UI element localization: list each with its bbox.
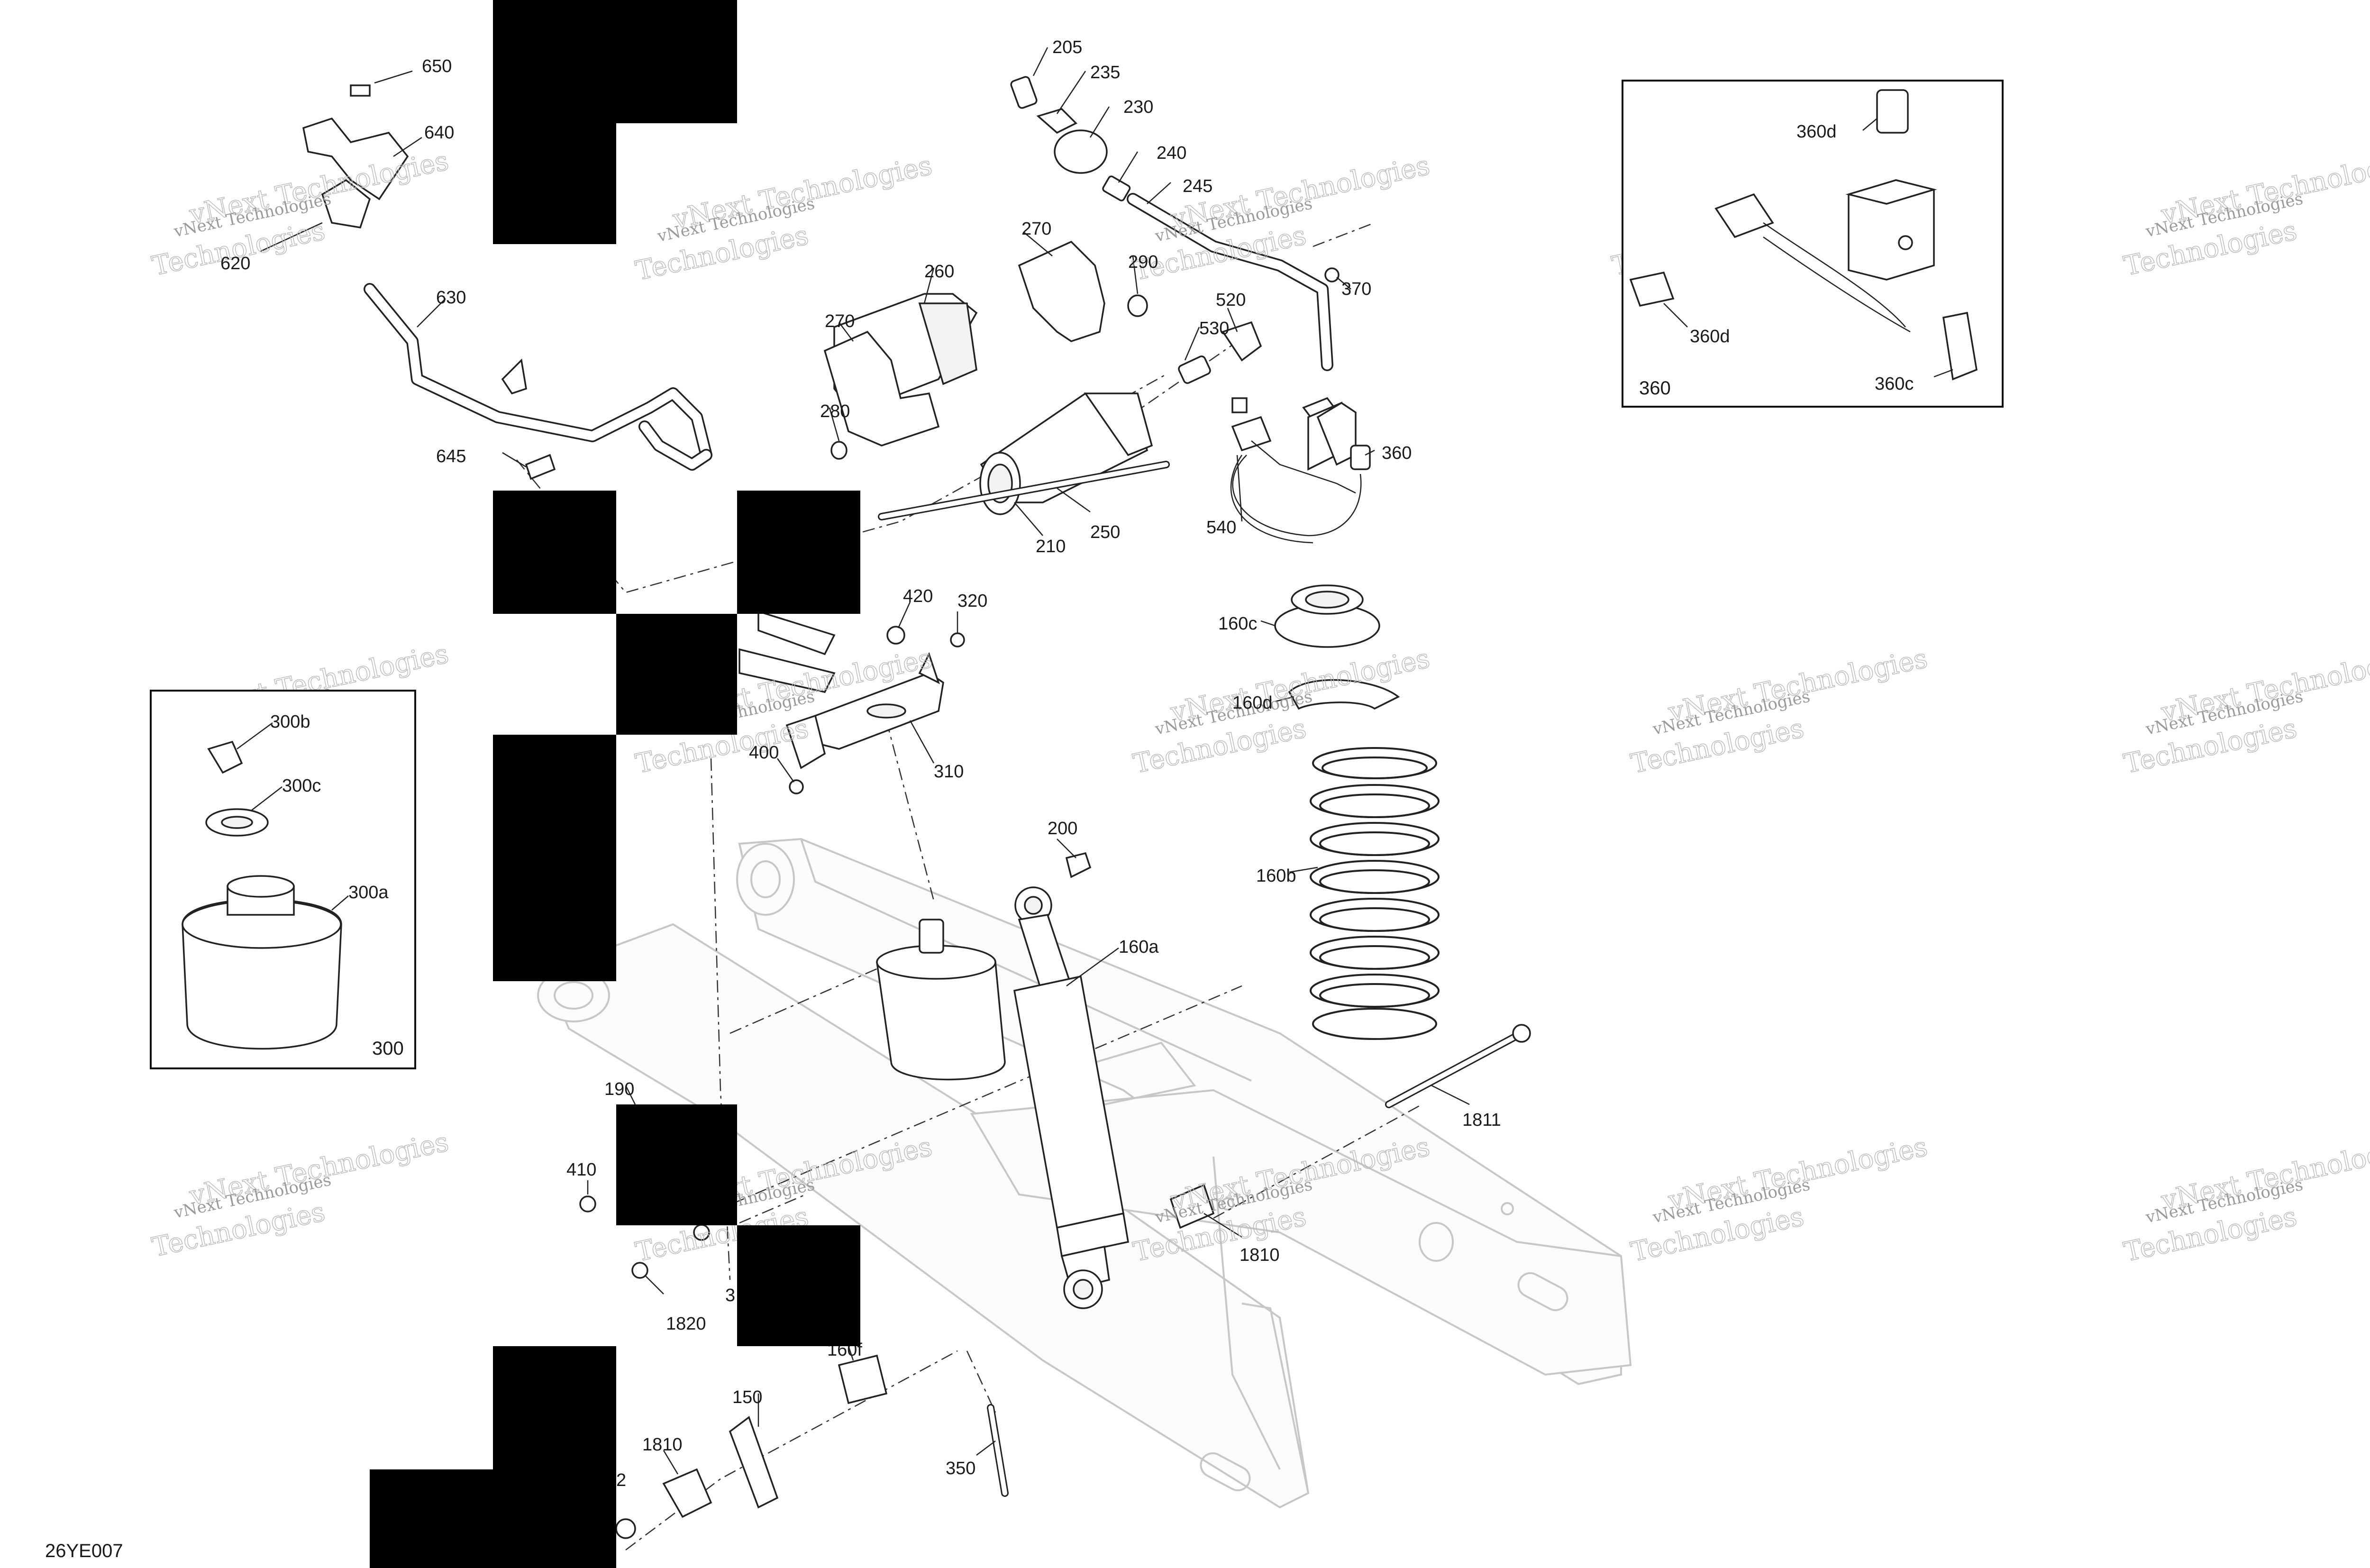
air-spring-300 bbox=[876, 919, 1006, 1081]
callout-210: 210 bbox=[1036, 537, 1066, 556]
diagram-code: 26YE007 bbox=[45, 1541, 123, 1561]
inset-callout-300a: 300a bbox=[348, 883, 389, 903]
valve-assembly-360 bbox=[1230, 397, 1371, 544]
nut-420 bbox=[886, 626, 905, 645]
callout-260: 260 bbox=[924, 262, 954, 282]
nut-320 bbox=[950, 632, 965, 647]
heat-shield-270-lower bbox=[823, 330, 940, 447]
actuator-assembly bbox=[823, 76, 1340, 520]
callout-160b: 160b bbox=[1256, 866, 1296, 886]
callout-310: 310 bbox=[934, 762, 964, 782]
callout-205: 205 bbox=[1052, 37, 1082, 57]
callout-160d: 160d bbox=[1232, 693, 1273, 713]
nut-280 bbox=[830, 441, 848, 460]
bushing-200 bbox=[1065, 852, 1092, 878]
connector-620 bbox=[321, 179, 371, 228]
callout-420: 420 bbox=[903, 586, 933, 606]
callout-370: 370 bbox=[1341, 279, 1371, 299]
clip-235 bbox=[1036, 108, 1077, 134]
inset-box-360: 360d 360d 360c 360 bbox=[1622, 80, 2004, 408]
bolt-400 bbox=[789, 779, 804, 794]
hose-assembly-630 bbox=[302, 84, 712, 480]
bracket-640 bbox=[302, 117, 409, 201]
callout-360: 360 bbox=[1382, 443, 1412, 463]
inset-callout-360d-left: 360d bbox=[1690, 327, 1730, 346]
inset-callout-360d-top: 360d bbox=[1796, 122, 1837, 142]
fitting-205 bbox=[1010, 76, 1038, 109]
callout-1810-left: 1810 bbox=[642, 1435, 683, 1455]
callout-160c: 160c bbox=[1218, 614, 1257, 634]
heat-shield-270-upper bbox=[1018, 240, 1105, 342]
spring-assembly-160 bbox=[1274, 584, 1531, 1108]
callout-270-lower: 270 bbox=[825, 311, 855, 331]
fitting-645 bbox=[525, 454, 556, 480]
shock-absorber-160a bbox=[1013, 852, 1130, 1309]
nut-2 bbox=[615, 1518, 636, 1539]
callout-540: 540 bbox=[1206, 518, 1236, 538]
callout-645: 645 bbox=[436, 447, 466, 466]
callout-620: 620 bbox=[220, 254, 250, 273]
callout-530: 530 bbox=[1199, 319, 1229, 338]
bushing-160f bbox=[838, 1354, 888, 1404]
callout-520: 520 bbox=[1216, 290, 1246, 310]
callout-160a: 160a bbox=[1119, 937, 1159, 957]
bolt-1820 bbox=[631, 1262, 648, 1279]
callout-400: 400 bbox=[749, 743, 779, 763]
redaction-blocks bbox=[370, 0, 860, 1568]
nut-290 bbox=[1127, 294, 1148, 317]
spacer-160d bbox=[1288, 679, 1400, 710]
inset-ref-360: 360 bbox=[1639, 378, 1671, 399]
callout-labels: 650 640 620 630 645 205 235 230 240 245 … bbox=[220, 37, 1501, 1490]
leader-lines bbox=[260, 47, 1470, 1475]
bolt-410 bbox=[579, 1195, 596, 1212]
screw-650 bbox=[350, 84, 371, 97]
elbow-520 bbox=[1221, 321, 1262, 362]
callout-2x: 2 bbox=[616, 1470, 626, 1490]
callout-245: 245 bbox=[1183, 176, 1212, 196]
bushing-1810 bbox=[662, 1468, 712, 1518]
callout-650: 650 bbox=[422, 56, 452, 76]
callout-230: 230 bbox=[1123, 97, 1153, 117]
callout-1820: 1820 bbox=[666, 1314, 706, 1334]
inset-callout-300b: 300b bbox=[270, 712, 310, 732]
grommet-230 bbox=[1054, 129, 1108, 174]
inset-callout-360c: 360c bbox=[1875, 374, 1914, 394]
callout-410: 410 bbox=[566, 1160, 596, 1180]
inset-box-300: 300b 300c 300a 300 bbox=[150, 690, 416, 1069]
screw-370 bbox=[1324, 267, 1340, 283]
callout-270-upper: 270 bbox=[1021, 219, 1051, 239]
inset-callout-300c: 300c bbox=[282, 776, 321, 796]
lower-hardware bbox=[579, 1184, 1215, 1539]
bushing-1810b bbox=[1169, 1184, 1215, 1229]
callout-3x: 3 bbox=[725, 1285, 735, 1305]
callout-640: 640 bbox=[424, 123, 454, 143]
callout-235: 235 bbox=[1090, 63, 1120, 82]
fitting-240 bbox=[1102, 175, 1131, 201]
callout-190: 190 bbox=[604, 1079, 634, 1099]
callout-150: 150 bbox=[732, 1387, 762, 1407]
callout-290: 290 bbox=[1128, 252, 1158, 272]
assembly-centerlines bbox=[516, 222, 1422, 1550]
callout-630: 630 bbox=[436, 288, 466, 308]
inset-ref-300: 300 bbox=[372, 1038, 404, 1059]
coil-spring-160b bbox=[1310, 747, 1440, 1040]
callout-250: 250 bbox=[1090, 522, 1120, 542]
callout-280: 280 bbox=[820, 401, 850, 421]
callout-350: 350 bbox=[946, 1459, 975, 1478]
bracket-assembly-310 bbox=[738, 610, 965, 794]
callout-320: 320 bbox=[957, 591, 987, 611]
callout-1811: 1811 bbox=[1462, 1110, 1501, 1130]
callout-200: 200 bbox=[1048, 819, 1077, 839]
callout-1810-right: 1810 bbox=[1240, 1245, 1280, 1265]
sleeve-150 bbox=[729, 1416, 779, 1509]
callout-240: 240 bbox=[1157, 143, 1186, 163]
fitting-530 bbox=[1178, 356, 1211, 384]
